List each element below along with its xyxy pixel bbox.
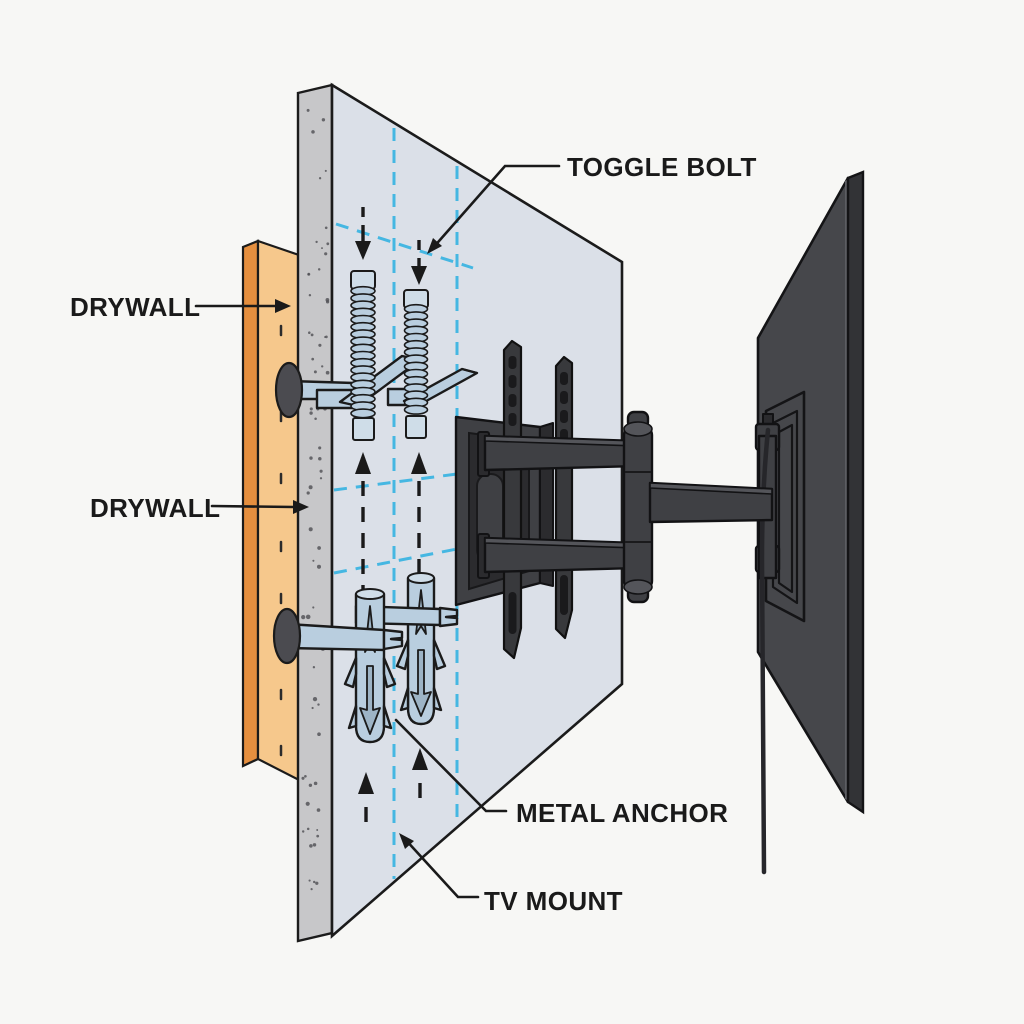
callouts: TOGGLE BOLT DRYWALL DRYWALL METAL ANCHOR… [70,152,757,916]
mount-arm-top [477,431,639,477]
vesa-rail-left [502,339,523,660]
arrow-up-mid-right [411,452,427,600]
drywall-speckles [301,108,330,891]
callout-toggle-bolt: TOGGLE BOLT [427,152,757,254]
drywall-edge-face [296,83,334,943]
arrow-up-bottom-left [358,772,374,822]
direction-arrows [355,207,428,822]
label-tv-mount: TV MOUNT [484,886,623,916]
vesa-rail-right [554,355,574,640]
toggle-bolt-right [403,289,429,439]
anchor-bolt-left-tip [382,628,404,651]
toggle-bolt-left-threads [350,285,376,419]
drywall-edge-strip [296,83,334,943]
tv-bezel-edge [846,170,865,815]
toggle-bolt-assembly [274,270,479,441]
tv-mount-assembly [454,339,654,660]
callout-metal-anchor: METAL ANCHOR [394,718,728,828]
toggle-bolt-left-tip [352,417,375,441]
washer-top [274,361,304,419]
stud-side-face [241,239,260,768]
callout-drywall-top: DRYWALL [70,292,291,322]
arrow-up-bottom-right [412,748,428,798]
callout-tv-mount: TV MOUNT [399,833,623,916]
label-metal-anchor: METAL ANCHOR [516,798,728,828]
stud-panel [241,239,301,782]
template-horizontal-top [335,222,474,270]
label-toggle-bolt: TOGGLE BOLT [567,152,757,182]
toggle-bolt-right-tip [405,415,427,439]
mount-extension-arm [648,481,774,524]
mount-arm-bottom [477,533,639,579]
toggle-bolt-left [350,270,376,441]
anchor-bolt-right-tip [438,606,459,628]
arrow-down-left [355,207,371,260]
stud-front-face [256,239,301,782]
toggle-bolt-right-threads [403,303,429,415]
mount-hinge [622,410,654,604]
anchor-inner-arrow [359,665,381,735]
metal-anchor-assembly [272,572,459,744]
washer-bottom [272,607,302,665]
tv-power-cable [759,427,771,875]
anchor-inner-arrow [410,649,432,717]
callout-drywall-bottom: DRYWALL [90,493,309,523]
tv [754,170,865,875]
arrow-down-right [411,240,427,285]
metal-anchor-right [395,572,447,726]
label-drywall-bottom: DRYWALL [90,493,220,523]
label-drywall-top: DRYWALL [70,292,200,322]
arrow-up-mid-left [355,452,371,600]
anchor-bolt-left [285,622,386,652]
template-dashed-lines [333,128,474,879]
